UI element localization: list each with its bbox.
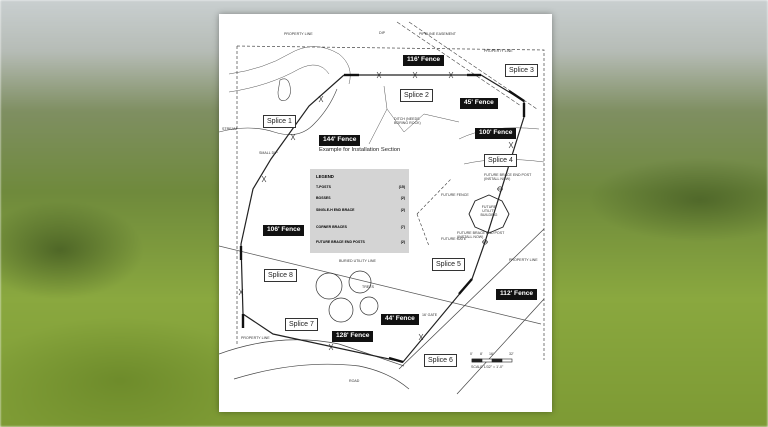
future-gate-label: FUTURE GATE: [441, 237, 467, 241]
building-label: FUTURE UTILITY BUILDING: [480, 205, 498, 217]
property-line-label-east: PROPERTY LINE: [509, 258, 538, 262]
dip-label: DIP: [379, 31, 385, 35]
legend-item: SINGLE-H END BRACE (2): [316, 207, 405, 214]
stream-label: STREAM: [222, 127, 237, 131]
splice-3-label: Splice 3: [505, 64, 538, 77]
legend-item-name: BOSSES: [316, 196, 331, 200]
installation-example-note: Example for Installation Section: [319, 147, 401, 153]
legend-item-name: SINGLE-H END BRACE: [316, 208, 355, 212]
legend-item: T-POSTS (15): [316, 184, 405, 191]
scale-tick-0: 0': [470, 352, 473, 356]
fence-116-label: 116' Fence: [403, 55, 445, 66]
legend-item: FUTURE BRACE END POSTS (2): [316, 239, 405, 246]
future-post-label-bottom: FUTURE BRACE END POST (Install now): [457, 231, 505, 239]
fence-144-label: 144' Fence: [319, 135, 361, 146]
future-post-label-top: FUTURE BRACE END POST (Install now): [484, 173, 532, 181]
scale-text: SCALE 1/32" = 1'-0": [471, 365, 504, 369]
legend-panel: LEGEND T-POSTS (15) BOSSES (2) SINGLE-H …: [310, 169, 409, 253]
splice-4-label: Splice 4: [484, 154, 517, 167]
splice-1-label: Splice 1: [263, 115, 296, 128]
splice-7-label: Splice 7: [285, 318, 318, 331]
legend-item: CORNER BRACES (7): [316, 224, 405, 231]
splice-5-label: Splice 5: [432, 258, 465, 271]
small-dip-label: SMALL DIP: [259, 151, 278, 155]
buried-utility-label: BURIED UTILITY LINE: [339, 259, 376, 263]
trees-label: TREES: [362, 285, 374, 289]
fence-45-label: 45' Fence: [460, 98, 498, 109]
road-label: ROAD: [349, 379, 360, 383]
gate-label: 16' GATE: [422, 313, 438, 317]
fence-112-label: 112' Fence: [496, 289, 538, 300]
property-line-label-bottom: PROPERTY LINE: [241, 336, 270, 340]
fence-128-label: 128' Fence: [332, 331, 374, 342]
pipeline-easement-label: PIPELINE EASEMENT: [419, 32, 456, 36]
legend-item-count: (15): [398, 185, 405, 189]
fence-44-label: 44' Fence: [381, 314, 419, 325]
legend-item: BOSSES (2): [316, 195, 405, 202]
property-line-label-right: PROPERTY LINE: [484, 49, 513, 53]
ditch-label: DITCH (Needs Boring rock): [394, 117, 421, 125]
legend-item-name: T-POSTS: [316, 185, 331, 189]
legend-item-name: CORNER BRACES: [316, 225, 347, 229]
fence-106-label: 106' Fence: [263, 225, 305, 236]
legend-item-count: (2): [400, 240, 405, 244]
scale-tick-32: 32': [509, 352, 514, 356]
fence-plan-sheet: PROPERTY LINE PROPERTY LINE PROPERTY LIN…: [219, 14, 552, 412]
scale-tick-8: 8': [480, 352, 483, 356]
scale-tick-16: 16': [489, 352, 494, 356]
splice-6-label: Splice 6: [424, 354, 457, 367]
splice-8-label: Splice 8: [264, 269, 297, 282]
fence-100-label: 100' Fence: [475, 128, 517, 139]
splice-2-label: Splice 2: [400, 89, 433, 102]
legend-item-name: FUTURE BRACE END POSTS: [316, 240, 365, 244]
legend-item-count: (7): [400, 225, 405, 229]
legend-title: LEGEND: [316, 174, 334, 179]
legend-item-count: (2): [400, 208, 405, 212]
property-line-label-top: PROPERTY LINE: [284, 32, 313, 36]
legend-item-count: (2): [400, 196, 405, 200]
future-fence-label: FUTURE FENCE: [441, 193, 469, 197]
